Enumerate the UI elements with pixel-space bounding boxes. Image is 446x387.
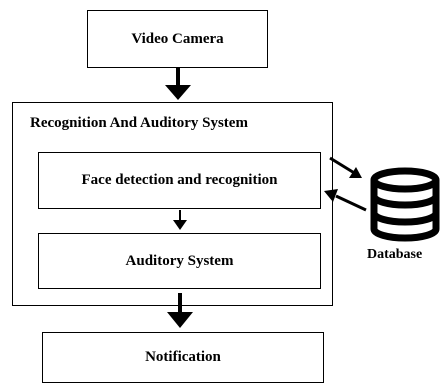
auditory-system-box: Auditory System xyxy=(38,233,321,289)
face-detection-box: Face detection and recognition xyxy=(38,152,321,209)
database-label: Database xyxy=(367,247,423,262)
arrow-face-to-auditory xyxy=(173,210,187,230)
arrow-face-to-database xyxy=(329,156,362,178)
notification-box: Notification xyxy=(42,332,324,383)
arrow-system-to-notification xyxy=(167,293,193,328)
video-camera-box: Video Camera xyxy=(87,10,268,68)
database-icon xyxy=(370,167,440,242)
system-title: Recognition And Auditory System xyxy=(30,115,248,131)
arrow-database-to-face xyxy=(324,189,367,212)
arrow-camera-to-system xyxy=(165,68,191,100)
